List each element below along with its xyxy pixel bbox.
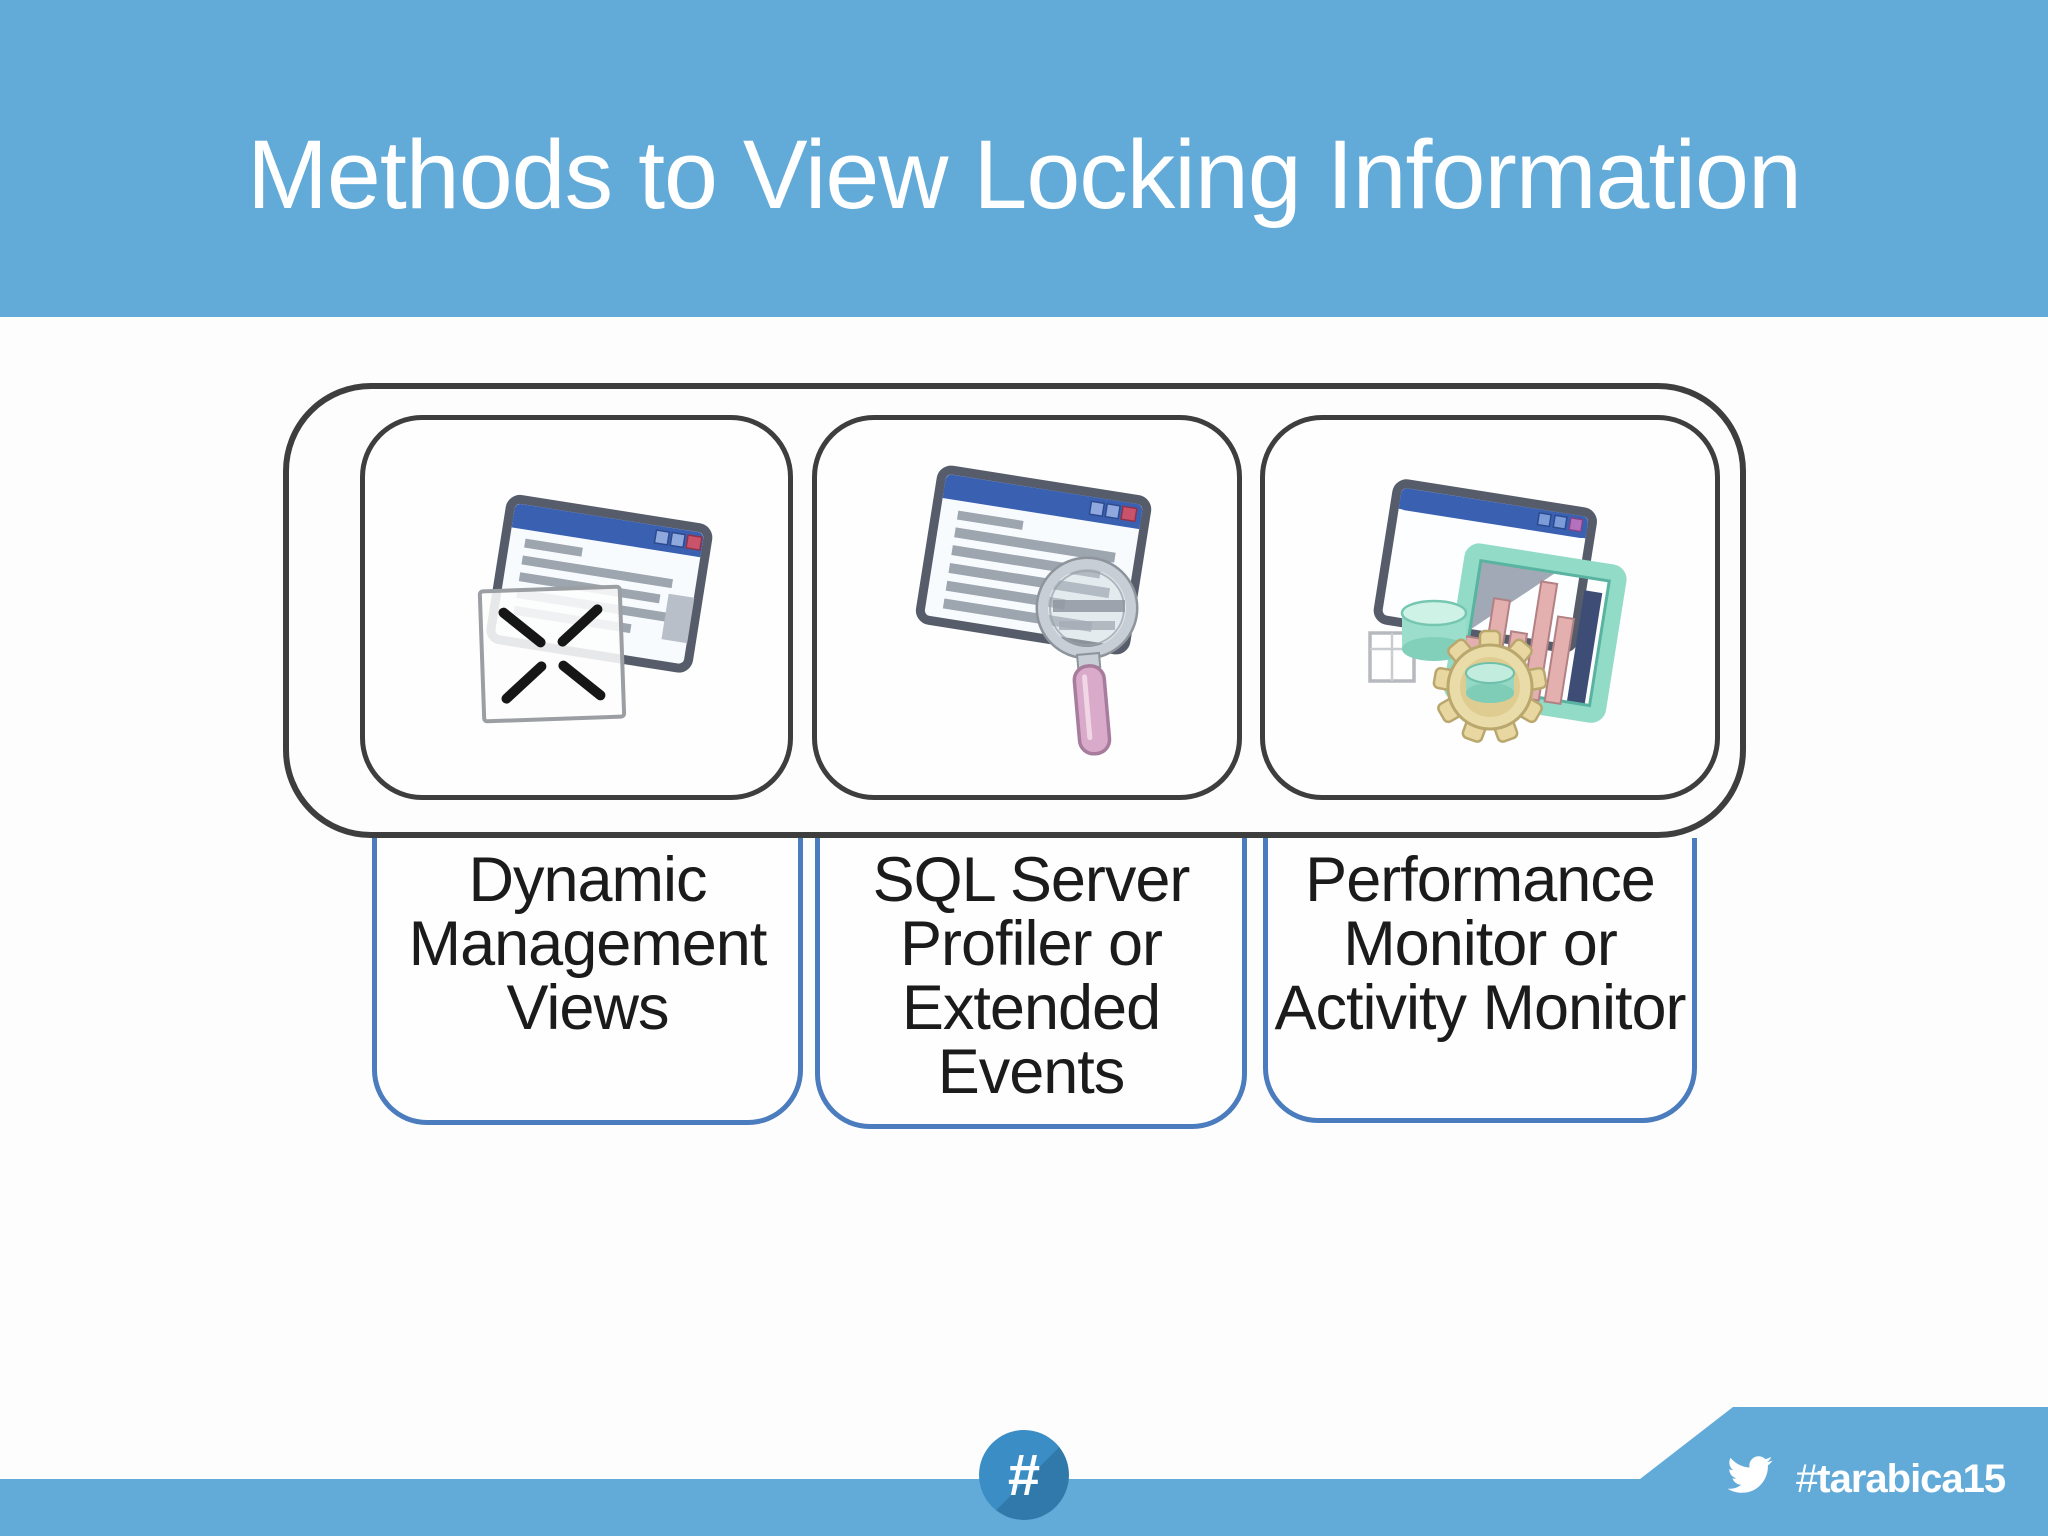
slide-title: Methods to View Locking Information [247,120,1802,229]
window-envelope-icon [477,494,712,723]
method-label-box-dmv: Dynamic Management Views [372,838,803,1125]
method-label-box-perfmon: Performance Monitor or Activity Monitor [1263,838,1697,1123]
method-icon-box-profiler [812,415,1242,800]
hashtag-ribbon: #tarabica15 [1640,1407,2048,1536]
hashtag-word: tarabica15 [1817,1457,2006,1501]
method-icon-box-dmv [360,415,793,800]
method-label-box-profiler: SQL Server Profiler or Extended Events [815,838,1247,1129]
hashtag-text: #tarabica15 [1796,1457,2006,1501]
hashtag-prefix: # [1796,1457,1818,1501]
method-label: Performance Monitor or Activity Monitor [1274,845,1686,1043]
hash-symbol: # [1007,1442,1041,1508]
window-chart-gear-icon [1368,478,1627,743]
method-label: SQL Server Profiler or Extended Events [872,845,1191,1107]
twitter-bird-icon [1727,1456,1773,1493]
methods-group-container [283,383,1746,838]
title-band: Methods to View Locking Information [0,0,2048,317]
method-icon-box-perfmon [1260,415,1720,800]
window-magnifier-icon [915,465,1152,756]
hashtag-badge: # [979,1430,1069,1520]
method-label: Dynamic Management Views [408,845,768,1043]
